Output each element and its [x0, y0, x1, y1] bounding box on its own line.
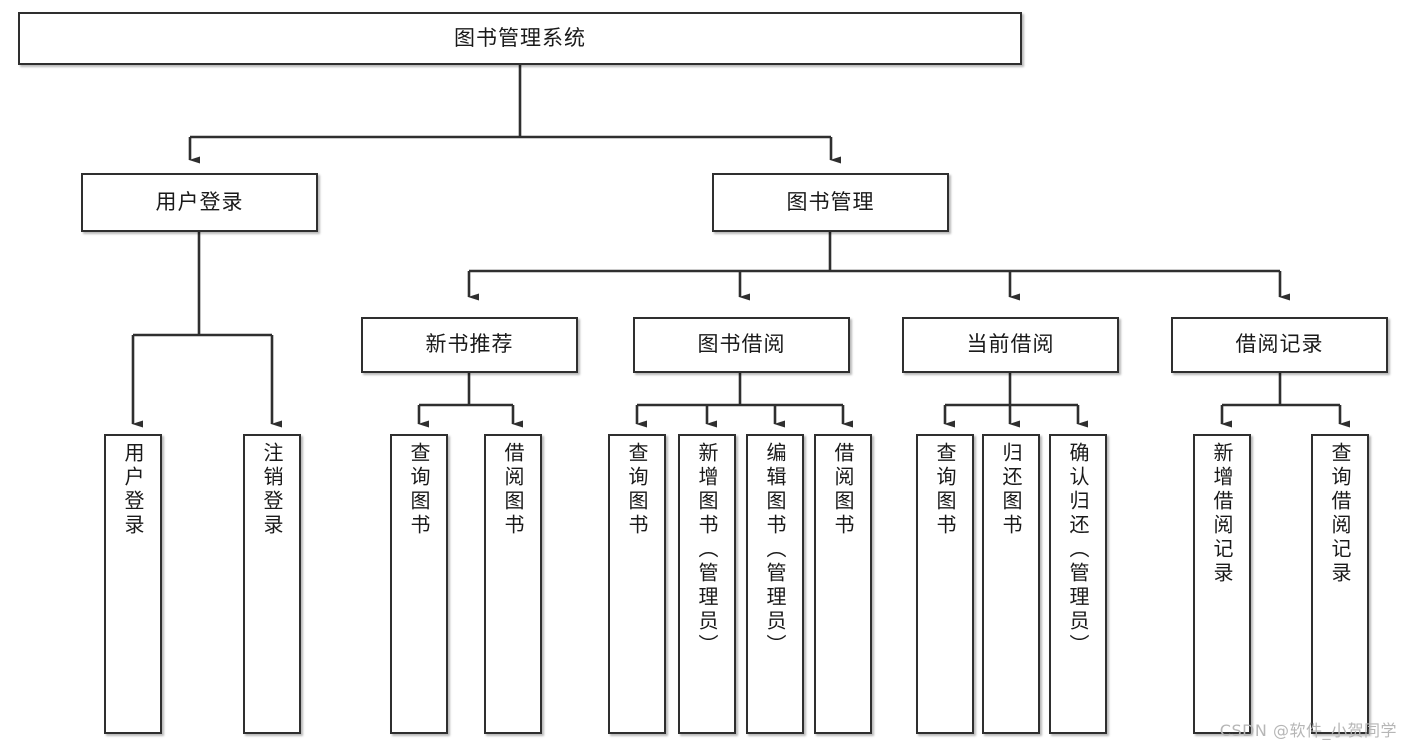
node-label: 新书推荐: [425, 332, 514, 357]
node-book-borrow[interactable]: 图书借阅: [633, 317, 850, 373]
node-label: 借阅记录: [1235, 332, 1324, 357]
node-user-login[interactable]: 用户登录: [81, 173, 318, 232]
leaf-query-book-borrow[interactable]: 查询图书: [608, 434, 666, 734]
node-label: 编辑图书（管理员）: [763, 442, 787, 658]
node-label: 当前借阅: [966, 332, 1055, 357]
leaf-confirm-return-admin[interactable]: 确认归还（管理员）: [1049, 434, 1107, 734]
node-label: 查询图书: [933, 442, 957, 538]
node-label: 查询借阅记录: [1328, 442, 1352, 586]
node-label: 借阅图书: [831, 442, 855, 538]
node-label: 查询图书: [625, 442, 649, 538]
node-label: 新增借阅记录: [1210, 442, 1234, 586]
leaf-user-login[interactable]: 用户登录: [104, 434, 162, 734]
node-label: 注销登录: [260, 442, 284, 538]
leaf-query-book-recommend[interactable]: 查询图书: [390, 434, 448, 734]
node-label: 确认归还（管理员）: [1066, 442, 1090, 658]
node-label: 借阅图书: [501, 442, 525, 538]
node-label: 图书管理: [786, 189, 875, 214]
leaf-edit-book-admin[interactable]: 编辑图书（管理员）: [746, 434, 804, 734]
leaf-add-book-admin[interactable]: 新增图书（管理员）: [678, 434, 736, 734]
leaf-borrow-book-recommend[interactable]: 借阅图书: [484, 434, 542, 734]
watermark: CSDN @软件_小贺同学: [1219, 721, 1397, 740]
node-label: 用户登录: [121, 442, 145, 538]
leaf-query-borrow-record[interactable]: 查询借阅记录: [1311, 434, 1369, 734]
node-root-system[interactable]: 图书管理系统: [18, 12, 1022, 65]
node-book-management[interactable]: 图书管理: [712, 173, 949, 232]
node-label: 归还图书: [999, 442, 1023, 538]
node-label: 用户登录: [155, 189, 244, 214]
node-label: 查询图书: [407, 442, 431, 538]
leaf-query-book-current[interactable]: 查询图书: [916, 434, 974, 734]
node-label: 新增图书（管理员）: [695, 442, 719, 658]
leaf-logout-login[interactable]: 注销登录: [243, 434, 301, 734]
node-new-book-recommend[interactable]: 新书推荐: [361, 317, 578, 373]
node-borrow-record[interactable]: 借阅记录: [1171, 317, 1388, 373]
leaf-add-borrow-record[interactable]: 新增借阅记录: [1193, 434, 1251, 734]
node-current-borrow[interactable]: 当前借阅: [902, 317, 1119, 373]
leaf-return-book[interactable]: 归还图书: [982, 434, 1040, 734]
node-label: 图书借阅: [697, 332, 786, 357]
node-label: 图书管理系统: [454, 25, 586, 50]
leaf-borrow-book-borrow[interactable]: 借阅图书: [814, 434, 872, 734]
